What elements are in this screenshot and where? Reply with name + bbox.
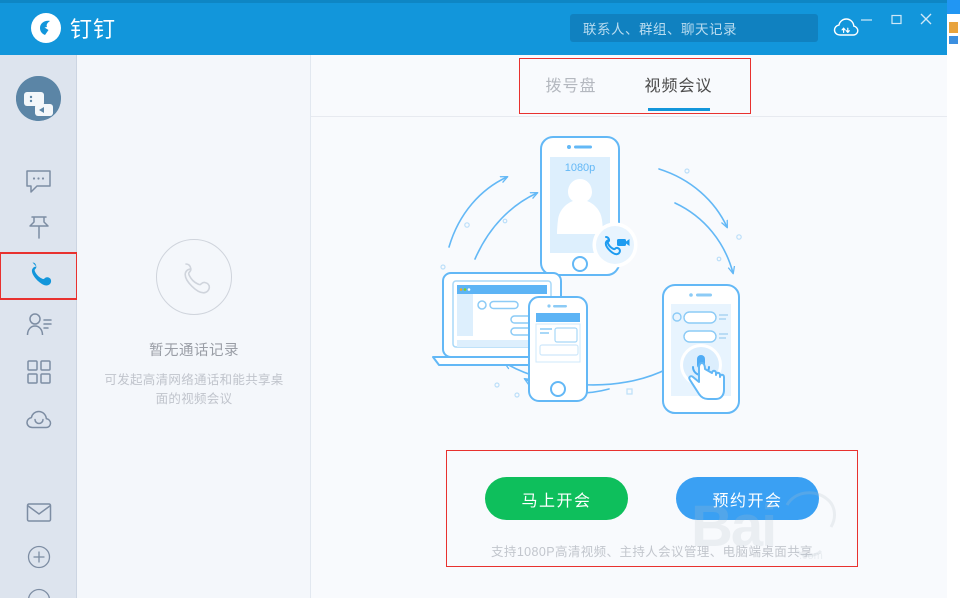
plus-circle-icon — [27, 545, 51, 574]
cloud-sync-icon[interactable] — [832, 15, 860, 41]
phone-icon — [26, 260, 52, 292]
sidebar-item-workbench[interactable] — [0, 351, 77, 397]
svg-text:1080p: 1080p — [565, 162, 596, 174]
titlebar-top-accent — [0, 0, 947, 3]
background-strip-blue-2 — [949, 36, 958, 44]
close-icon[interactable] — [911, 7, 941, 31]
tab-video-meeting[interactable]: 视频会议 — [645, 72, 713, 111]
background-strip-blue — [947, 0, 960, 14]
contacts-icon — [25, 311, 53, 342]
sidebar-item-add[interactable] — [0, 536, 77, 582]
background-window-strip — [946, 0, 960, 598]
tabs: 拨号盘 视频会议 — [545, 55, 712, 111]
tab-dialpad-label: 拨号盘 — [545, 78, 597, 95]
call-log-empty-title: 暂无通话记录 — [149, 343, 239, 359]
sidebar-rail — [0, 55, 78, 598]
phone-outline-circle-icon — [156, 239, 232, 315]
meeting-cta-section: 马上开会 预约开会 支持1080P高清视频、主持人会议管理、电脑端桌面共享 — [446, 450, 858, 567]
maximize-icon[interactable] — [881, 7, 911, 31]
grid-apps-icon — [26, 359, 52, 390]
cloud-drive-icon — [25, 408, 53, 436]
background-strip-amber — [949, 22, 958, 33]
mail-envelope-icon — [26, 502, 52, 528]
meeting-cta-buttons: 马上开会 预约开会 — [447, 451, 857, 520]
sidebar-item-mail[interactable] — [0, 492, 77, 538]
more-ellipsis-circle-icon — [27, 588, 51, 598]
schedule-meeting-button[interactable]: 预约开会 — [676, 477, 819, 520]
search-placeholder: 联系人、群组、聊天记录 — [583, 22, 737, 37]
title-bar: 钉钉 联系人、群组、聊天记录 — [0, 0, 947, 55]
app-body: 暂无通话记录 可发起高清网络通话和能共享桌面的视频会议 拨号盘 视频会议 — [0, 55, 947, 598]
sidebar-item-pin[interactable] — [0, 207, 77, 253]
sidebar-item-more[interactable] — [0, 579, 77, 598]
main-panel: 拨号盘 视频会议 — [311, 55, 947, 598]
window-controls — [851, 7, 941, 31]
laptop-screen-share-illustration — [432, 272, 588, 402]
tab-video-meeting-label: 视频会议 — [644, 78, 713, 95]
start-meeting-button[interactable]: 马上开会 — [485, 477, 628, 520]
call-log-empty-state: 暂无通话记录 可发起高清网络通话和能共享桌面的视频会议 — [77, 239, 311, 409]
user-avatar[interactable] — [16, 76, 61, 121]
phone-voice-input-illustration — [662, 284, 740, 414]
brand: 钉钉 — [31, 12, 116, 44]
sidebar-item-messages[interactable] — [0, 161, 77, 207]
minimize-icon[interactable] — [851, 7, 881, 31]
sidebar-item-phone[interactable] — [0, 252, 78, 300]
call-log-panel: 暂无通话记录 可发起高清网络通话和能共享桌面的视频会议 — [77, 55, 311, 598]
search-input[interactable]: 联系人、群组、聊天记录 — [570, 14, 818, 42]
app-title: 钉钉 — [70, 16, 117, 42]
tabs-bar: 拨号盘 视频会议 — [311, 55, 947, 117]
phone-video-call-illustration: 1080p — [540, 136, 638, 276]
sidebar-item-contacts[interactable] — [0, 303, 77, 349]
pin-icon — [26, 214, 52, 246]
sidebar-item-drive[interactable] — [0, 399, 77, 445]
meeting-cta-note: 支持1080P高清视频、主持人会议管理、电脑端桌面共享 — [491, 545, 813, 559]
call-log-empty-description: 可发起高清网络通话和能共享桌面的视频会议 — [104, 373, 284, 406]
video-meeting-illustration: 1080p — [311, 117, 947, 507]
dingtalk-logo-icon — [31, 12, 61, 43]
chat-bubble-icon — [25, 169, 52, 199]
tab-dialpad[interactable]: 拨号盘 — [545, 72, 596, 111]
